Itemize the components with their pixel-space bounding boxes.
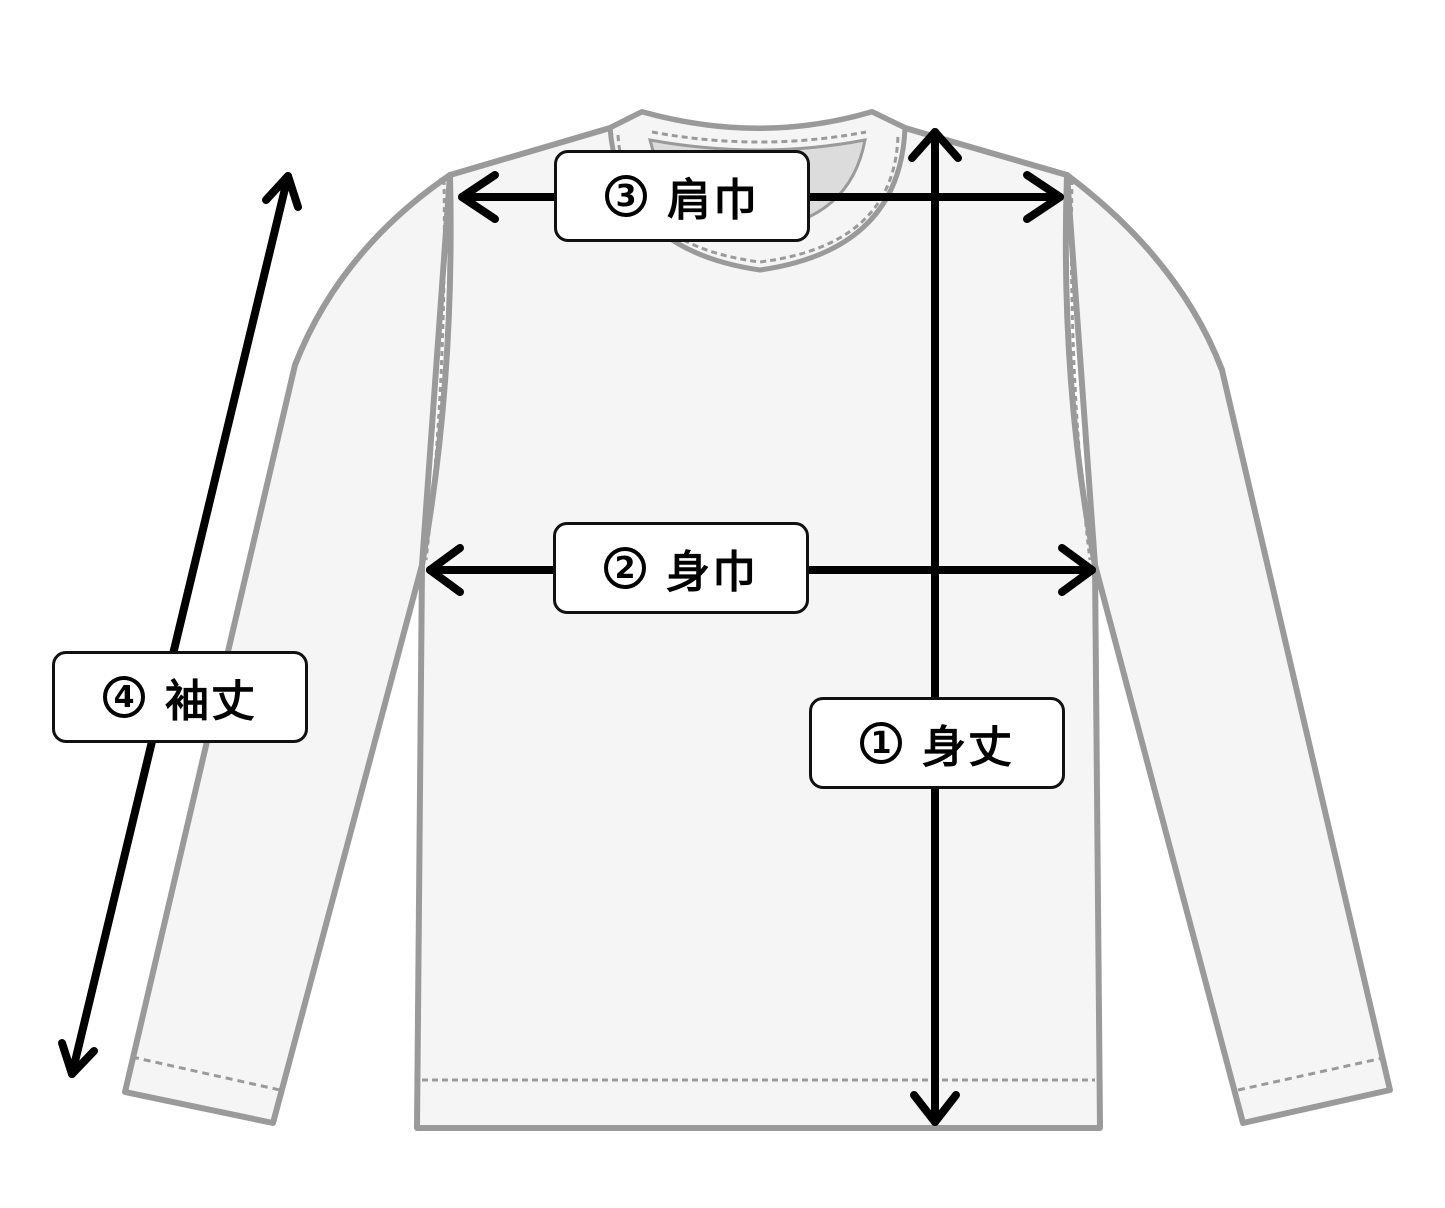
right-sleeve [1064, 172, 1393, 1126]
label-shoulder-width: 3 肩巾 [554, 150, 810, 242]
body-length-arrow [908, 128, 962, 1126]
number-badge: 4 [103, 676, 145, 718]
label-text: 身丈 [922, 722, 1014, 773]
label-text: 袖丈 [165, 676, 257, 727]
label-body-width: 2 身巾 [553, 522, 809, 614]
number-badge: 2 [604, 547, 646, 589]
label-body-length: 1 身丈 [809, 697, 1065, 789]
number-badge: 3 [605, 175, 647, 217]
number-badge: 1 [860, 722, 902, 764]
label-sleeve-length: 4 袖丈 [52, 651, 308, 743]
label-text: 身巾 [666, 547, 758, 598]
sleeve-length-arrow [58, 172, 302, 1078]
left-sleeve [122, 172, 453, 1126]
label-text: 肩巾 [667, 175, 759, 226]
